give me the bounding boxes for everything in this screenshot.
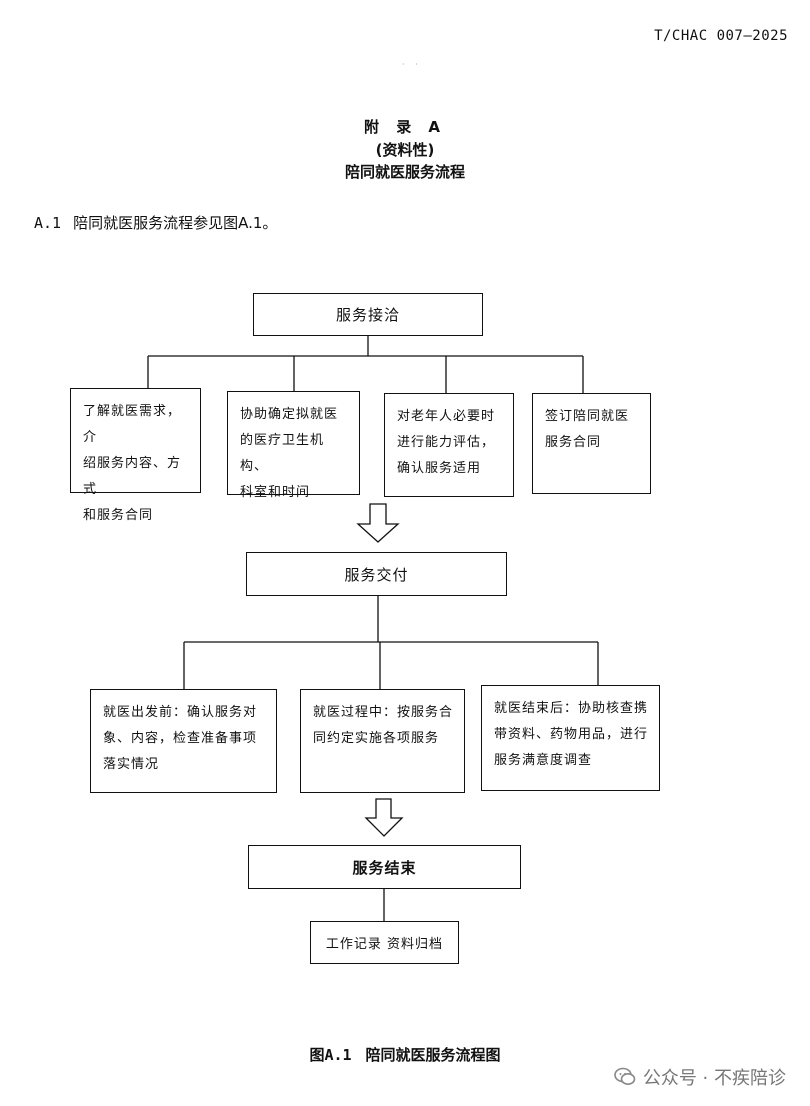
item-line: 服务合同 xyxy=(545,435,602,450)
stage-service-delivery: 服务交付 xyxy=(246,552,507,596)
section-text: 陪同就医服务流程参见图A.1。 xyxy=(73,214,278,232)
delivery-item-during: 就医过程中：按服务合 同约定实施各项服务 xyxy=(300,689,465,793)
item-line: 落实情况 xyxy=(103,757,160,772)
appendix-name: 陪同就医服务流程 xyxy=(344,163,465,181)
watermark: 公众号 · 不疾陪诊 xyxy=(613,1064,786,1090)
document-code: T/CHAC 007—2025 xyxy=(654,28,788,44)
delivery-item-before: 就医出发前：确认服务对 象、内容，检查准备事项 落实情况 xyxy=(90,689,277,793)
item-line: 协助确定拟就医 xyxy=(240,407,339,422)
end-item-records: 工作记录 资料归档 xyxy=(310,921,459,964)
figure-caption: 图A.1 陪同就医服务流程图 xyxy=(0,1044,810,1065)
section-number: A.1 xyxy=(34,214,62,232)
item-line: 就医结束后：协助核查携 xyxy=(494,701,649,716)
item-line: 对老年人必要时 xyxy=(397,409,496,424)
item-line: 确认服务适用 xyxy=(397,461,482,476)
item-line: 就医过程中：按服务合 xyxy=(313,705,454,720)
item-line: 的医疗卫生机构、 xyxy=(240,433,325,474)
item-line: 带资料、药物用品，进行 xyxy=(494,727,649,742)
intake-item-assessment: 对老年人必要时 进行能力评估， 确认服务适用 xyxy=(384,393,514,497)
item-line: 了解就医需求，介 xyxy=(83,404,182,445)
stage-service-end: 服务结束 xyxy=(248,845,521,889)
figure-number: 图A.1 xyxy=(309,1046,352,1064)
item-line: 就医出发前：确认服务对 xyxy=(103,705,258,720)
section-a1: A.1 陪同就医服务流程参见图A.1。 xyxy=(34,212,277,233)
figure-title: 陪同就医服务流程图 xyxy=(365,1046,501,1064)
intake-item-institution: 协助确定拟就医 的医疗卫生机构、 科室和时间 xyxy=(227,391,360,500)
down-arrow-icon xyxy=(356,503,400,543)
appendix-type: (资料性) xyxy=(375,141,435,159)
decorative-dots: · · xyxy=(402,60,422,69)
appendix-title: 附 录 A xyxy=(363,118,447,136)
item-line: 和服务合同 xyxy=(83,508,154,523)
down-arrow-icon xyxy=(364,798,404,837)
wechat-icon xyxy=(613,1065,637,1089)
delivery-item-after: 就医结束后：协助核查携 带资料、药物用品，进行 服务满意度调查 xyxy=(481,685,660,791)
intake-item-needs: 了解就医需求，介 绍服务内容、方式 和服务合同 xyxy=(70,388,201,523)
item-line: 象、内容，检查准备事项 xyxy=(103,731,258,746)
item-line: 绍服务内容、方式 xyxy=(83,456,182,497)
stage-service-intake: 服务接洽 xyxy=(253,293,483,336)
item-line: 进行能力评估， xyxy=(397,435,496,450)
item-line: 服务满意度调查 xyxy=(494,753,593,768)
item-line: 同约定实施各项服务 xyxy=(313,731,440,746)
item-line: 签订陪同就医 xyxy=(545,409,630,424)
item-line: 科室和时间 xyxy=(240,485,311,500)
watermark-text: 公众号 · 不疾陪诊 xyxy=(642,1068,786,1089)
intake-item-contract: 签订陪同就医 服务合同 xyxy=(532,393,651,494)
